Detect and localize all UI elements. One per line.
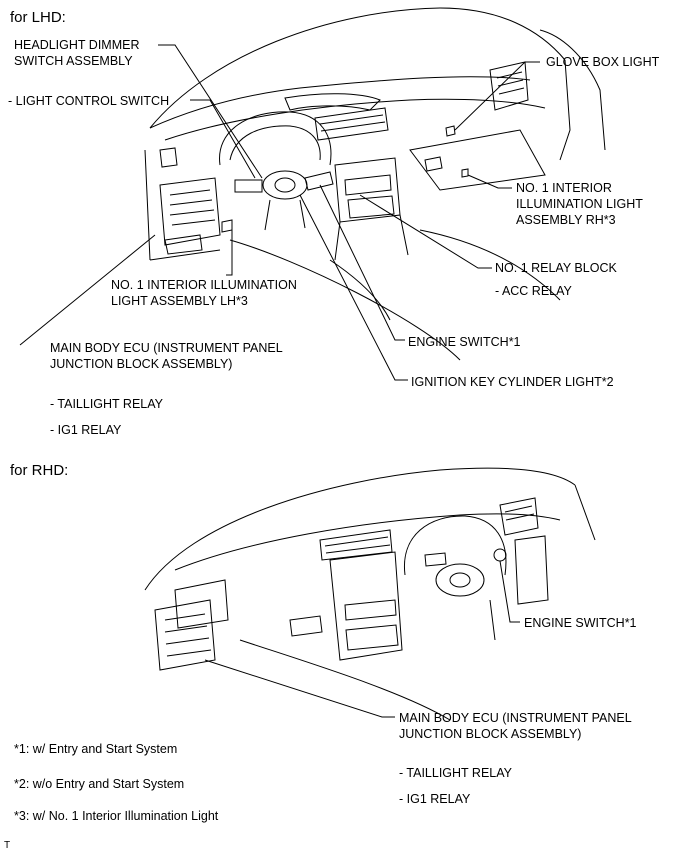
label-headlight-dimmer-switch: HEADLIGHT DIMMER SWITCH ASSEMBLY xyxy=(14,38,140,68)
label-ignition-key-cylinder-light: IGNITION KEY CYLINDER LIGHT*2 xyxy=(411,375,614,389)
rhd-section-title: for RHD: xyxy=(10,462,69,479)
label-acc-relay: - ACC RELAY xyxy=(495,284,572,298)
lhd-dashboard-drawing xyxy=(144,7,606,361)
footnote-2: *2: w/o Entry and Start System xyxy=(14,777,185,791)
label-interior-light-rh: NO. 1 INTERIOR ILLUMINATION LIGHT ASSEMB… xyxy=(516,181,643,227)
footnote-3: *3: w/ No. 1 Interior Illumination Light xyxy=(14,809,219,823)
label-glove-box-light: GLOVE BOX LIGHT xyxy=(546,55,660,69)
label-no1-relay-block: NO. 1 RELAY BLOCK xyxy=(495,261,617,275)
rhd-leader-lines xyxy=(204,560,520,718)
label-engine-switch-rhd: ENGINE SWITCH*1 xyxy=(524,616,637,630)
lhd-section-title: for LHD: xyxy=(10,9,66,26)
label-taillight-relay-rhd: - TAILLIGHT RELAY xyxy=(399,766,513,780)
lhd-leader-lines xyxy=(19,44,540,381)
label-engine-switch-lhd: ENGINE SWITCH*1 xyxy=(408,335,521,349)
label-taillight-relay-lhd: - TAILLIGHT RELAY xyxy=(50,397,164,411)
label-main-body-ecu-rhd: MAIN BODY ECU (INSTRUMENT PANEL JUNCTION… xyxy=(399,711,632,741)
rhd-dashboard-drawing xyxy=(144,467,596,721)
label-interior-light-lh: NO. 1 INTERIOR ILLUMINATION LIGHT ASSEMB… xyxy=(111,278,297,308)
label-main-body-ecu-lhd: MAIN BODY ECU (INSTRUMENT PANEL JUNCTION… xyxy=(50,341,283,371)
label-ig1-relay-lhd: - IG1 RELAY xyxy=(50,423,122,437)
label-ig1-relay-rhd: - IG1 RELAY xyxy=(399,792,471,806)
footnote-1: *1: w/ Entry and Start System xyxy=(14,742,178,756)
label-light-control-switch: - LIGHT CONTROL SWITCH xyxy=(8,94,170,108)
corner-mark: T xyxy=(4,840,11,851)
